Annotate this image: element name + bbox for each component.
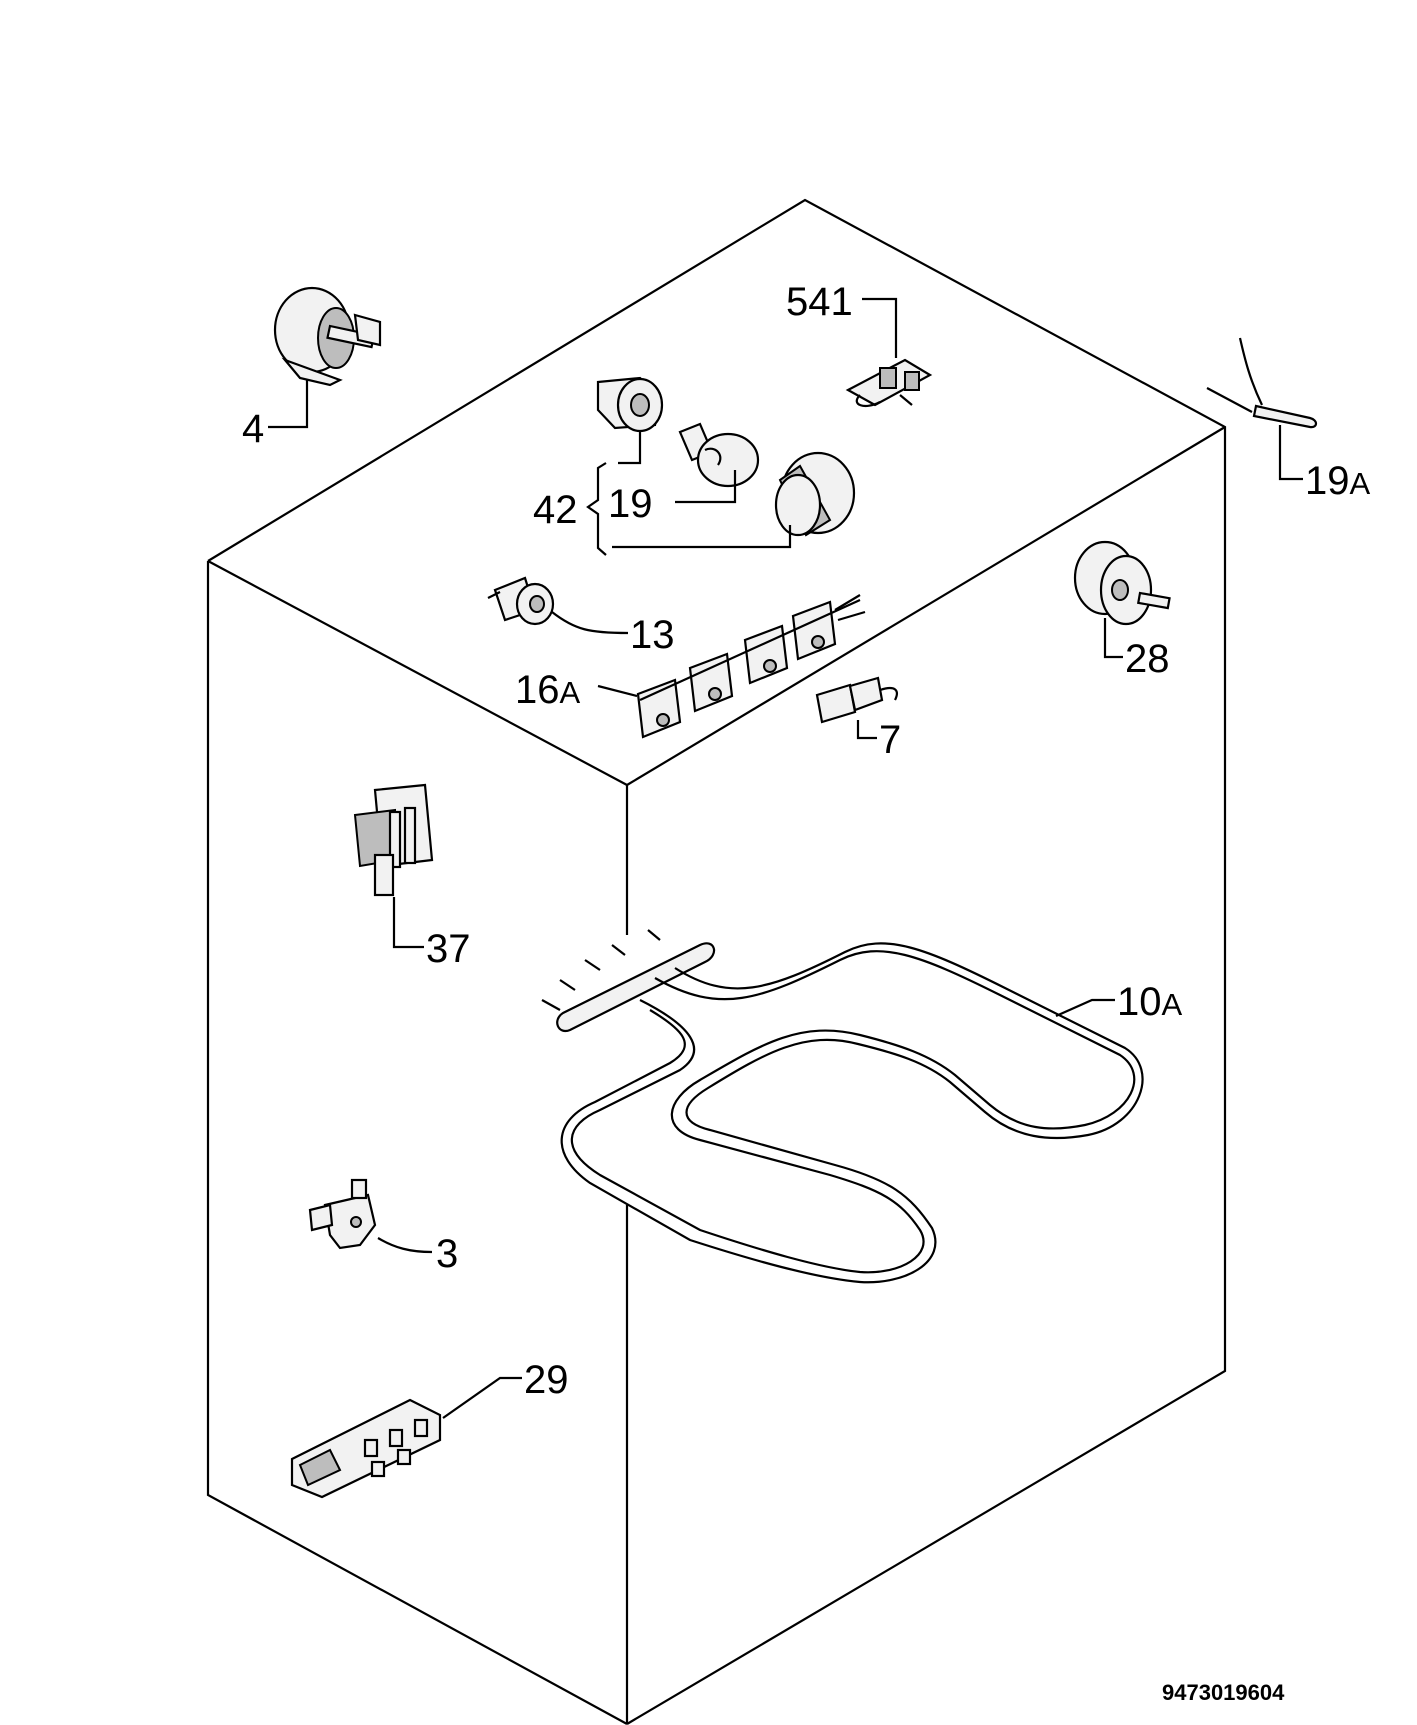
label-16a: 16A xyxy=(515,668,581,712)
label-42: 42 xyxy=(533,488,578,532)
label-7: 7 xyxy=(879,718,901,762)
part-10a-heating-element[interactable] xyxy=(541,929,1144,1284)
part-42-lamp-holder[interactable] xyxy=(596,376,664,433)
label-13: 13 xyxy=(630,613,675,657)
label-19a: 19A xyxy=(1305,459,1371,503)
cabinet-outline xyxy=(206,198,1227,1725)
part-37-clip[interactable] xyxy=(353,783,434,897)
part-13-indicator-lamp[interactable] xyxy=(487,576,555,626)
label-4: 4 xyxy=(242,407,264,451)
part-19-bulb[interactable] xyxy=(678,422,760,488)
document-number: 9473019604 xyxy=(1162,1680,1285,1705)
part-3-connector[interactable] xyxy=(308,1178,377,1250)
label-19: 19 xyxy=(608,482,653,526)
label-29: 29 xyxy=(524,1358,569,1402)
part-16a-switch-bank[interactable] xyxy=(636,594,866,739)
label-37: 37 xyxy=(426,927,471,971)
part-42-lamp-lens[interactable] xyxy=(774,451,856,537)
part-19a-sensor[interactable] xyxy=(1206,337,1318,429)
part-28-thermostat[interactable] xyxy=(1073,540,1171,626)
part-7-micro-switch[interactable] xyxy=(815,676,898,724)
part-541-terminal-block[interactable] xyxy=(845,358,933,408)
label-541: 541 xyxy=(786,280,853,324)
part-29-igniter-module[interactable] xyxy=(290,1398,442,1499)
part-4-motor[interactable] xyxy=(273,286,382,387)
label-10a: 10A xyxy=(1117,980,1183,1024)
label-28: 28 xyxy=(1125,637,1170,681)
label-3: 3 xyxy=(436,1232,458,1276)
